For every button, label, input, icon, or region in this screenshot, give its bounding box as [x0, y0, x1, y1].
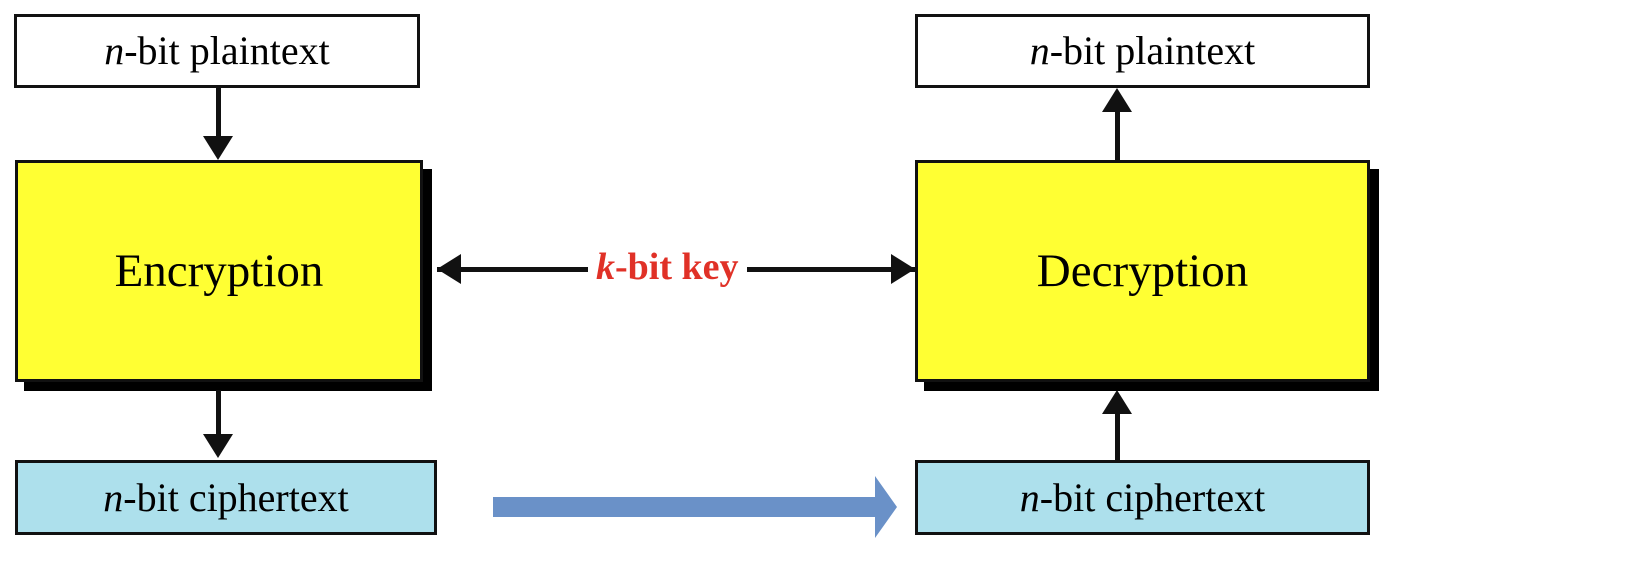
right-plaintext-suffix: -bit plaintext: [1049, 28, 1256, 73]
key-link-right-arrowhead: [891, 254, 915, 284]
decryption-label: Decryption: [1036, 244, 1249, 297]
key-suffix: -bit key: [615, 246, 739, 288]
right-plaintext-variable: n: [1029, 28, 1050, 73]
right-plaintext-box: n-bit plaintext: [915, 14, 1370, 88]
right-ciphertext-box: n-bit ciphertext: [915, 460, 1370, 535]
left-plaintext-label: n-bit plaintext: [104, 31, 330, 71]
left-ciphertext-suffix: -bit ciphertext: [123, 474, 349, 520]
right-ciphertext-variable: n: [1019, 474, 1040, 520]
right-ciphertext-to-decryption-line: [1115, 414, 1120, 460]
right-ciphertext-to-decryption-arrowhead: [1102, 390, 1132, 414]
right-plaintext-label: n-bit plaintext: [1030, 31, 1256, 71]
left-plaintext-variable: n: [104, 28, 125, 73]
left-plaintext-to-encryption-arrowhead: [203, 136, 233, 160]
left-ciphertext-variable: n: [103, 474, 124, 520]
left-plaintext-to-encryption-line: [216, 88, 221, 140]
transmission-block-arrow: [493, 476, 897, 538]
key-link-left-arrowhead: [437, 254, 461, 284]
decryption-to-right-plaintext-arrowhead: [1102, 88, 1132, 112]
key-label: k-bit key: [588, 248, 747, 286]
encryption-box: Encryption: [15, 160, 423, 382]
left-ciphertext-box: n-bit ciphertext: [15, 460, 437, 535]
encryption-to-ciphertext-line: [216, 390, 221, 440]
key-variable: k: [596, 246, 615, 288]
decryption-box: Decryption: [915, 160, 1370, 382]
left-plaintext-suffix: -bit plaintext: [124, 28, 330, 73]
encryption-to-ciphertext-arrowhead: [203, 434, 233, 458]
decryption-to-right-plaintext-line: [1115, 112, 1120, 160]
encryption-label: Encryption: [114, 244, 324, 297]
left-ciphertext-label: n-bit ciphertext: [103, 474, 349, 520]
right-ciphertext-suffix: -bit ciphertext: [1039, 474, 1266, 520]
left-plaintext-box: n-bit plaintext: [14, 14, 420, 88]
right-ciphertext-label: n-bit ciphertext: [1019, 474, 1266, 520]
